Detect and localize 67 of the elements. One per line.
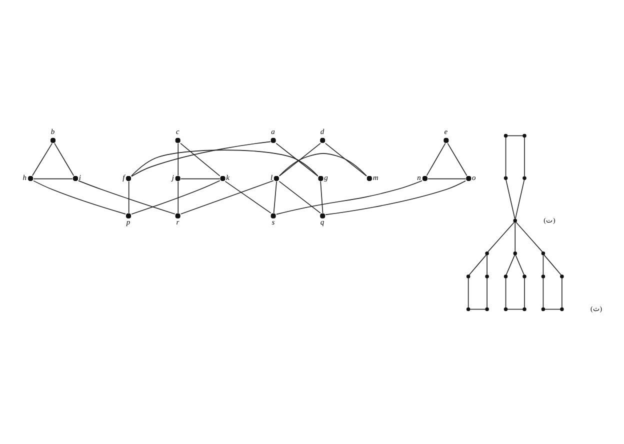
connector: [486, 254, 488, 275]
connector: [516, 221, 543, 252]
connector: [428, 178, 466, 179]
connector: [178, 142, 179, 176]
connector: [447, 142, 468, 176]
connector: [325, 180, 466, 215]
connector: [273, 180, 277, 213]
node-circle: [560, 274, 564, 278]
connector: [78, 180, 176, 214]
connector: [505, 136, 506, 176]
node-circle: [466, 306, 470, 311]
connector: [505, 277, 506, 308]
connector: [54, 142, 74, 176]
connector: [506, 254, 516, 275]
node-circle: [513, 251, 518, 255]
node-circle: [504, 274, 508, 278]
connector: [180, 178, 220, 179]
connector: [524, 136, 525, 176]
connector: [544, 254, 562, 275]
node-circle: [485, 306, 489, 311]
node-circle: [485, 251, 489, 255]
connector: [278, 180, 321, 213]
node-circle: [522, 176, 526, 180]
connector: [486, 277, 488, 308]
node-circle: [485, 274, 489, 278]
node-circle: [541, 274, 546, 278]
connector: [524, 277, 525, 308]
connector: [470, 308, 486, 310]
connector: [506, 178, 516, 219]
connector: [468, 277, 469, 308]
connector: [325, 142, 367, 176]
node-circle: [504, 306, 508, 311]
connector: [542, 254, 544, 275]
connector: [320, 180, 324, 213]
connector: [426, 142, 446, 176]
node-circle: [504, 176, 508, 180]
connector: [487, 221, 515, 252]
node-circle: [504, 133, 508, 138]
connector: [468, 254, 487, 275]
node-circle: [541, 251, 546, 255]
connector: [33, 180, 126, 214]
node-circle: [541, 306, 546, 311]
connector: [128, 180, 130, 213]
connector: [276, 180, 422, 214]
connector: [131, 140, 271, 176]
node-circle: [522, 133, 526, 138]
connector: [180, 142, 220, 176]
connector: [178, 180, 179, 213]
connector: [514, 178, 525, 219]
connector: [32, 142, 53, 176]
connector: [224, 180, 272, 213]
connector: [131, 149, 318, 176]
node-circle: [522, 274, 526, 278]
connector: [507, 308, 524, 310]
connector: [180, 180, 274, 214]
connector: [131, 180, 220, 214]
node-circle: [466, 274, 470, 278]
connector: [515, 254, 524, 275]
connector: [278, 152, 367, 176]
node-circle: [513, 218, 518, 222]
connector: [33, 178, 73, 179]
node-circle: [560, 306, 564, 311]
node-circle: [522, 306, 526, 311]
connector: [544, 308, 561, 310]
connector: [507, 134, 524, 136]
connector: [542, 277, 544, 308]
connector: [514, 221, 516, 252]
